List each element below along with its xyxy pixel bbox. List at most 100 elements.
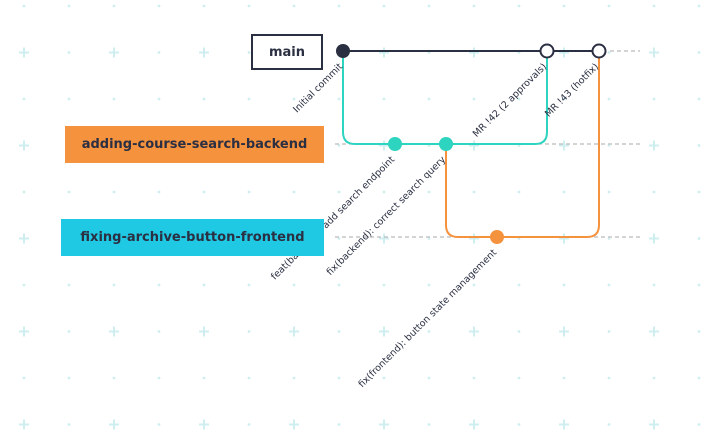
grid-dot xyxy=(472,4,476,8)
grid-dot xyxy=(112,190,116,194)
grid-dot xyxy=(337,4,341,8)
grid-dot xyxy=(67,190,71,194)
grid-dot xyxy=(517,4,521,8)
grid-plus xyxy=(199,326,209,337)
merge-commit-1[interactable] xyxy=(539,43,555,59)
grid-plus xyxy=(19,419,29,430)
grid-plus xyxy=(559,47,569,58)
commit-backend-2[interactable] xyxy=(439,137,453,151)
grid-dot xyxy=(112,97,116,101)
grid-dot xyxy=(652,97,656,101)
commit-backend-1[interactable] xyxy=(388,137,402,151)
branch-label-main[interactable]: main xyxy=(251,34,323,70)
grid-dot xyxy=(337,237,341,240)
grid-dot xyxy=(697,376,701,380)
grid-dot xyxy=(562,97,566,101)
grid-plus xyxy=(379,233,389,244)
grid-dot xyxy=(112,376,116,380)
grid-dot xyxy=(22,97,26,101)
grid-dot xyxy=(607,4,611,8)
commit-frontend-1[interactable] xyxy=(490,230,504,244)
grid-dot xyxy=(607,330,611,333)
grid-dot xyxy=(157,283,161,287)
grid-dot xyxy=(562,4,566,8)
branch-label-frontend[interactable]: fixing-archive-button-frontend xyxy=(61,219,324,256)
grid-plus xyxy=(649,140,659,151)
commit-label-frontend-1: fix(frontend): button state management xyxy=(356,247,499,390)
grid-dot xyxy=(427,376,431,380)
grid-plus xyxy=(199,47,209,58)
grid-dot xyxy=(337,423,341,426)
grid-dot xyxy=(22,4,26,8)
grid-plus xyxy=(469,326,479,337)
grid-dot xyxy=(607,97,611,101)
grid-dot xyxy=(292,190,296,194)
grid-dot xyxy=(697,237,701,240)
merge-commit-2[interactable] xyxy=(591,43,607,59)
grid-dot xyxy=(247,190,251,194)
grid-dot xyxy=(607,190,611,194)
grid-dot xyxy=(112,283,116,287)
grid-dot xyxy=(247,423,251,426)
grid-dot xyxy=(607,237,611,240)
grid-dot xyxy=(202,376,206,380)
grid-dot xyxy=(157,376,161,380)
grid-dot xyxy=(382,190,386,194)
grid-dot xyxy=(607,51,611,54)
grid-dot xyxy=(157,97,161,101)
grid-dot xyxy=(697,190,701,194)
grid-dot xyxy=(382,97,386,101)
grid-dot xyxy=(292,97,296,101)
grid-plus xyxy=(469,47,479,58)
grid-dot xyxy=(382,283,386,287)
grid-dot xyxy=(247,97,251,101)
grid-dot xyxy=(67,423,71,426)
grid-dot xyxy=(517,283,521,287)
grid-dot xyxy=(22,376,26,380)
grid-dot xyxy=(67,376,71,380)
grid-dot xyxy=(697,283,701,287)
grid-dot xyxy=(697,97,701,101)
grid-dot xyxy=(472,190,476,194)
grid-dot xyxy=(337,190,341,194)
grid-plus xyxy=(289,419,299,430)
grid-plus xyxy=(649,326,659,337)
grid-plus xyxy=(559,140,569,151)
grid-plus xyxy=(649,419,659,430)
grid-dot xyxy=(292,283,296,287)
grid-dot xyxy=(517,97,521,101)
grid-dot xyxy=(607,144,611,147)
grid-dot xyxy=(157,4,161,8)
grid-plus xyxy=(469,233,479,244)
commit-initial[interactable] xyxy=(336,44,350,58)
grid-plus xyxy=(289,326,299,337)
grid-dot xyxy=(382,4,386,8)
grid-dot xyxy=(562,376,566,380)
commit-label-merge-2: MR !43 (hotfix) xyxy=(543,61,601,119)
grid-dot xyxy=(157,423,161,426)
grid-plus xyxy=(559,326,569,337)
grid-dot xyxy=(337,97,341,101)
grid-dot xyxy=(382,376,386,380)
grid-dot xyxy=(337,376,341,380)
grid-dot xyxy=(427,283,431,287)
grid-dot xyxy=(247,51,251,54)
grid-plus xyxy=(469,140,479,151)
grid-plus xyxy=(379,419,389,430)
grid-dot xyxy=(157,51,161,54)
branch-label-backend[interactable]: adding-course-search-backend xyxy=(65,126,324,163)
grid-dot xyxy=(202,283,206,287)
grid-dot xyxy=(292,376,296,380)
grid-plus xyxy=(109,326,119,337)
grid-plus xyxy=(199,419,209,430)
grid-plus xyxy=(19,140,29,151)
grid-dot xyxy=(427,190,431,194)
grid-plus xyxy=(559,419,569,430)
grid-dot xyxy=(517,376,521,380)
grid-dot xyxy=(67,330,71,333)
grid-dot xyxy=(607,283,611,287)
grid-dot xyxy=(427,237,431,240)
grid-dot xyxy=(112,4,116,8)
grid-plus xyxy=(19,326,29,337)
